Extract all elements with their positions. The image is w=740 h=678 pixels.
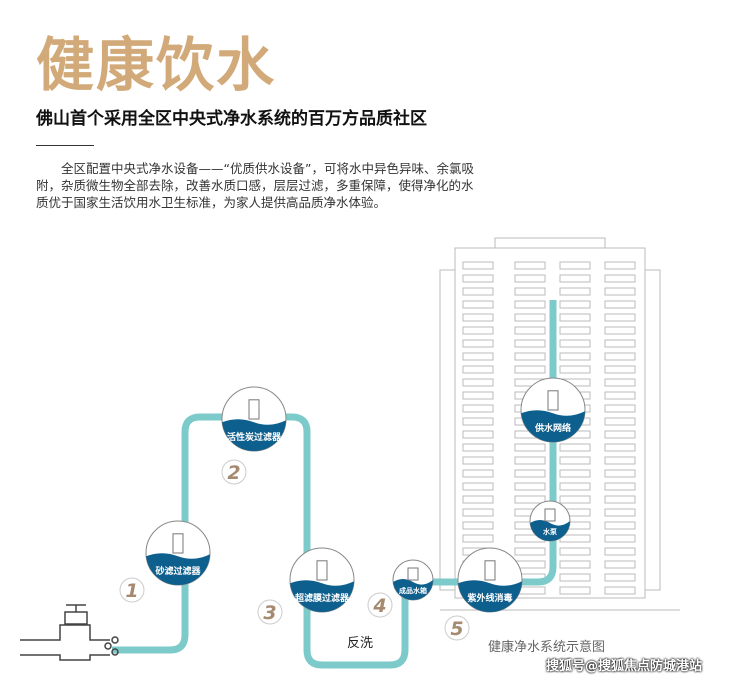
filter-stage-node: 水泵: [529, 500, 571, 542]
step-number-bubble: [257, 599, 283, 625]
stage-label: 水泵: [543, 527, 557, 536]
watermark: 搜狐号@搜狐焦点防城港站: [546, 659, 703, 674]
water-wave: [222, 419, 286, 451]
filter-stage-node: 砂滤过滤器 1: [119, 520, 211, 603]
filter-stage-node: 供水网络: [520, 377, 586, 443]
faucet-icon: [20, 604, 119, 661]
page-title: 健康饮水: [36, 31, 277, 99]
step-number: 5: [450, 618, 463, 640]
step-number: 3: [263, 602, 276, 624]
filter-stage-node: 紫外线消毒 5: [444, 547, 523, 641]
filter-stage-node: 成品水箱 4: [367, 559, 434, 618]
equipment-icon: [316, 560, 328, 581]
water-wave: [530, 520, 570, 541]
step-number: 4: [372, 595, 386, 617]
diagram-caption: 健康净水系统示意图: [488, 640, 606, 655]
step-number-bubble: [367, 592, 393, 618]
stage-label: 供水网络: [534, 422, 571, 434]
equipment-icon: [172, 533, 184, 554]
water-wave: [393, 579, 433, 600]
stage-label: 砂滤过滤器: [155, 565, 201, 577]
stage-label: 超滤膜过滤器: [294, 592, 350, 604]
backwash-label: 反洗: [347, 636, 374, 651]
equipment-icon: [547, 390, 559, 411]
equipment-icon: [544, 508, 556, 522]
building-illustration: [439, 237, 680, 611]
equipment-icon: [484, 560, 496, 581]
water-wave: [521, 410, 585, 442]
stage-label: 成品水箱: [399, 586, 427, 595]
subtitle: 佛山首个采用全区中央式净水系统的百万方品质社区: [36, 109, 427, 129]
stage-label: 活性炭过滤器: [227, 431, 282, 443]
step-number-bubble: [119, 577, 145, 603]
water-wave: [458, 580, 522, 612]
filter-stage-node: 活性炭过滤器 2: [221, 386, 287, 485]
filter-stage-node: 超滤膜过滤器 3: [257, 547, 355, 625]
step-number: 2: [227, 462, 240, 484]
equipment-icon: [248, 399, 260, 420]
water-wave: [146, 553, 210, 585]
equipment-icon: [407, 567, 419, 581]
stage-label: 紫外线消毒: [467, 592, 512, 604]
step-number-bubble: [221, 459, 247, 485]
step-number-bubble: [444, 615, 470, 641]
step-number: 1: [125, 580, 138, 602]
divider: [36, 145, 94, 146]
water-wave: [290, 580, 354, 612]
intro-text: 全区配置中央式净水设备——“优质供水设备”，可将水中异色异味、余氯吸附，杂质微生…: [36, 161, 474, 210]
